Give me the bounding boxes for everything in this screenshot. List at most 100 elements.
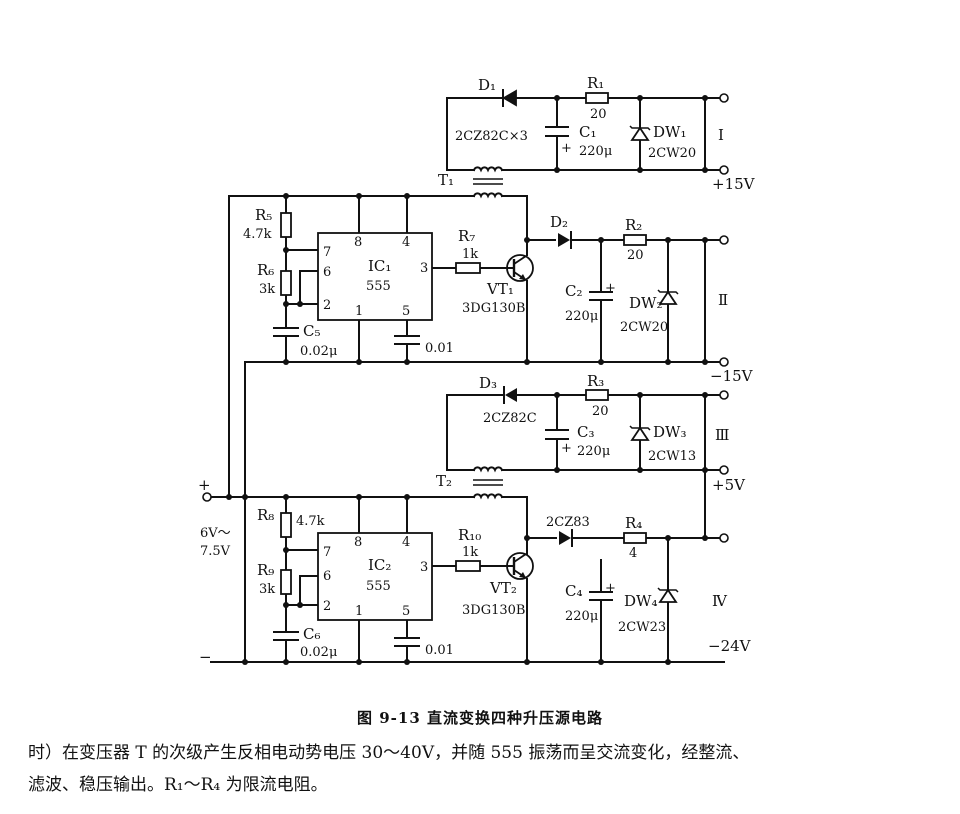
label-c4: C₄	[565, 582, 583, 600]
section-1	[446, 89, 729, 175]
terminal-out3-top[interactable]	[719, 390, 729, 400]
label-r6-val: 3k	[259, 282, 275, 297]
label-out2-volt: −15V	[710, 367, 754, 385]
label-r8: R₈	[257, 506, 274, 524]
label-r2: R₂	[625, 216, 642, 234]
terminal-out2-top[interactable]	[719, 235, 729, 245]
label-out1: I	[718, 126, 724, 144]
ic2-pin5: 5	[402, 604, 410, 619]
label-dw4: DW₄	[624, 592, 657, 610]
diode-d1	[502, 89, 517, 107]
capacitor-c3	[545, 429, 569, 440]
terminal-out1-bottom[interactable]	[719, 165, 729, 175]
diode-d2	[558, 231, 572, 249]
label-r5-val: 4.7k	[243, 227, 272, 242]
label-c6: C₆	[303, 625, 321, 643]
ic1-pin7: 7	[323, 245, 331, 260]
label-r3-val: 20	[592, 404, 609, 419]
label-vt1: VT₁	[486, 280, 514, 298]
resistor-r5	[280, 212, 292, 238]
ic2-pin2: 2	[323, 599, 331, 614]
ic1-pin6: 6	[323, 265, 331, 280]
ic1-pin2: 2	[323, 298, 331, 313]
ic1-pin5: 5	[402, 304, 410, 319]
label-r6: R₆	[257, 261, 274, 279]
terminal-out4-top[interactable]	[719, 533, 729, 543]
label-r10: R₁₀	[458, 526, 481, 544]
resistor-r8	[280, 512, 292, 538]
resistor-r9	[280, 569, 292, 595]
ic1-pin4: 4	[402, 235, 410, 250]
label-c5: C₅	[303, 322, 321, 340]
label-d3: D₃	[479, 374, 497, 392]
terminal-out1-top[interactable]	[719, 93, 729, 103]
ic2-pin8: 8	[354, 535, 362, 550]
label-c4-val: 220μ	[565, 609, 598, 624]
label-c2-polarity: +	[605, 281, 616, 296]
label-r2-val: 20	[627, 248, 644, 263]
ic1-type: 555	[366, 279, 391, 294]
label-d4-part: 2CZ83	[546, 515, 590, 530]
resistor-r10	[455, 560, 481, 572]
zener-dw1	[629, 125, 651, 141]
labels: D₁ 2CZ82C×3 R₁ 20 C₁ + 220μ DW₁ 2CW20 I …	[198, 74, 756, 666]
diode-d3	[503, 386, 517, 404]
ic1-name: IC₁	[368, 257, 391, 275]
transformer-t1	[472, 166, 504, 199]
diode-d4	[559, 529, 573, 547]
label-d3-part: 2CZ82C	[483, 411, 537, 426]
label-dw1: DW₁	[653, 123, 686, 141]
resistor-r3	[585, 389, 609, 401]
label-t1: T₁	[438, 171, 454, 189]
label-r4: R₄	[625, 514, 642, 532]
capacitor-ic2-pin5	[394, 637, 420, 647]
label-supply-plus: +	[198, 476, 211, 494]
label-dw3: DW₃	[653, 423, 686, 441]
label-dw2-part: 2CW20	[620, 320, 668, 335]
label-r10-val: 1k	[462, 545, 478, 560]
transistor-vt1	[504, 253, 535, 283]
resistor-r6	[280, 270, 292, 296]
terminal-out3-bottom[interactable]	[719, 465, 729, 475]
label-supply-range-1: 6V～	[200, 526, 231, 541]
transistor-vt2	[504, 551, 535, 581]
ic2-pin7: 7	[323, 545, 331, 560]
label-out3: Ⅲ	[715, 426, 729, 444]
label-out1-volt: +15V	[712, 175, 756, 193]
label-supply-minus: −	[199, 648, 212, 666]
label-c3-polarity: +	[561, 441, 572, 456]
section-3	[446, 386, 729, 475]
label-c-pin5-bot: 0.01	[425, 643, 454, 658]
zener-dw2	[657, 289, 679, 305]
label-c2: C₂	[565, 282, 583, 300]
label-d1: D₁	[478, 76, 496, 94]
capacitor-c5	[273, 327, 299, 337]
body-text-line-1: 时）在变压器 T 的次级产生反相电动势电压 30～40V，并随 555 振荡而呈…	[28, 743, 750, 763]
terminal-supply-plus[interactable]	[202, 492, 212, 502]
label-out4: Ⅳ	[712, 592, 728, 610]
ic1-pin1: 1	[355, 304, 363, 319]
label-out3-volt: +5V	[712, 476, 746, 494]
label-c1-polarity: +	[561, 141, 572, 156]
label-c-pin5-top: 0.01	[425, 341, 454, 356]
label-vt2-part: 3DG130B	[462, 603, 525, 618]
label-vt1-part: 3DG130B	[462, 301, 525, 316]
capacitor-c1	[545, 126, 569, 137]
resistor-r1	[585, 92, 609, 104]
label-dw2: DW₂	[629, 294, 662, 312]
label-r1: R₁	[587, 74, 604, 92]
label-r8-val: 4.7k	[296, 514, 325, 529]
terminal-out2-bottom[interactable]	[719, 357, 729, 367]
label-c6-val: 0.02μ	[300, 645, 337, 660]
capacitor-c4	[589, 591, 613, 601]
label-r4-val: 4	[629, 546, 637, 561]
label-c3-val: 220μ	[577, 444, 610, 459]
ic2-pin4: 4	[402, 535, 410, 550]
ic1-pin3: 3	[420, 261, 428, 276]
transformer-t2	[472, 466, 504, 500]
capacitor-ic1-pin5	[394, 335, 420, 345]
label-d2: D₂	[550, 213, 568, 231]
capacitor-c6	[273, 631, 299, 641]
label-c1-val: 220μ	[579, 144, 612, 159]
resistor-r4	[623, 532, 647, 544]
